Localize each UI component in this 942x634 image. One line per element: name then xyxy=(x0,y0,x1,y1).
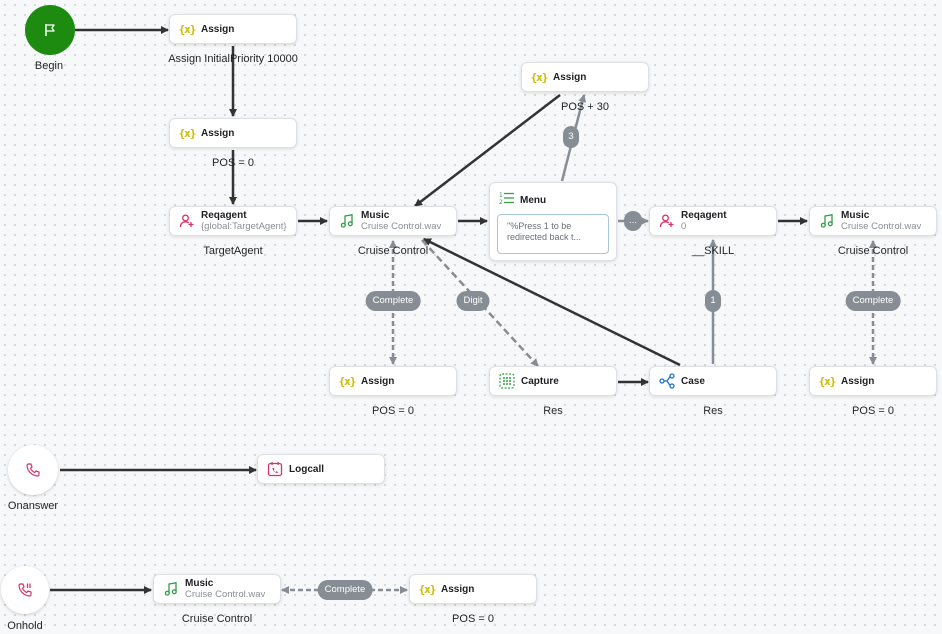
assign-node-after-music-secondary[interactable]: {x} Assign xyxy=(809,366,937,396)
node-subtitle: Cruise Control.wav xyxy=(841,221,922,232)
onhold-label: Onhold xyxy=(7,620,43,632)
phone-icon xyxy=(26,463,40,477)
edge-label-complete[interactable]: Complete xyxy=(365,291,421,311)
phone-hold-icon xyxy=(18,583,32,597)
edge-label-option-3[interactable]: 3 xyxy=(563,126,579,148)
onanswer-start-node[interactable] xyxy=(8,445,58,495)
variable-icon: {x} xyxy=(178,22,197,36)
node-title: Capture xyxy=(521,375,559,387)
log-call-icon xyxy=(266,460,284,478)
logcall-node[interactable]: Logcall xyxy=(257,454,385,484)
music-icon xyxy=(162,580,180,598)
music-node-onhold[interactable]: Music Cruise Control.wav xyxy=(153,574,281,604)
onanswer-label: Onanswer xyxy=(7,500,59,512)
assign-initial-priority-label: Assign InitialPriority 10000 xyxy=(168,53,298,65)
node-title: Assign xyxy=(201,23,235,35)
branch-icon xyxy=(658,372,676,390)
assign-pos-increment-label: POS + 30 xyxy=(560,101,610,113)
edge-label-digit[interactable]: Digit xyxy=(456,291,490,311)
node-title: Assign xyxy=(553,71,587,83)
variable-icon: {x} xyxy=(178,126,197,140)
edge-music-capture-digit[interactable] xyxy=(421,239,539,367)
node-title: Logcall xyxy=(289,463,325,475)
variable-icon: {x} xyxy=(530,70,549,84)
capture-label: Res xyxy=(543,405,563,417)
node-title: Case xyxy=(681,375,705,387)
node-title: Music xyxy=(841,210,870,221)
node-subtitle: Cruise Control.wav xyxy=(361,221,442,232)
assign-node-onhold[interactable]: {x} Assign xyxy=(409,574,537,604)
assign-after-music-secondary-label: POS = 0 xyxy=(852,405,894,417)
menu-prompt-field[interactable]: "%Press 1 to be redirected back t... xyxy=(497,214,609,254)
keypad-icon xyxy=(498,372,516,390)
assign-node-initial-priority[interactable]: {x} Assign xyxy=(169,14,297,44)
node-title: Menu xyxy=(520,195,547,206)
assign-after-music-label: POS = 0 xyxy=(372,405,414,417)
node-title: Assign xyxy=(201,127,235,139)
variable-icon: {x} xyxy=(338,374,357,388)
edge-label-complete-onhold[interactable]: Complete xyxy=(317,580,373,600)
node-title: Music xyxy=(361,210,390,221)
reqagent-node-target-agent[interactable]: Reqagent {global:TargetAgent} xyxy=(169,206,297,236)
variable-icon: {x} xyxy=(818,374,837,388)
edge-case-music[interactable] xyxy=(423,237,681,367)
assign-pos-reset-label: POS = 0 xyxy=(212,157,254,169)
music-node-secondary[interactable]: Music Cruise Control.wav xyxy=(809,206,937,236)
reqagent-skill-label: __SKILL xyxy=(691,245,735,257)
edge-label-more[interactable]: ... xyxy=(624,211,642,231)
music-onhold-label: Cruise Control xyxy=(181,613,253,625)
svg-text:2: 2 xyxy=(499,199,503,205)
edge-assigntop-music[interactable] xyxy=(414,94,561,207)
flag-icon xyxy=(45,24,55,36)
onhold-start-node[interactable] xyxy=(1,566,49,614)
node-title: Music xyxy=(185,578,214,589)
music-secondary-label: Cruise Control xyxy=(837,245,909,257)
svg-text:1: 1 xyxy=(499,192,503,199)
music-icon xyxy=(338,212,356,230)
node-subtitle: {global:TargetAgent} xyxy=(201,221,287,232)
node-title: Reqagent xyxy=(681,210,727,221)
assign-node-pos-increment[interactable]: {x} Assign xyxy=(521,62,649,92)
case-label: Res xyxy=(703,405,723,417)
reqagent-node-skill[interactable]: Reqagent 0 xyxy=(649,206,777,236)
node-title: Assign xyxy=(841,375,875,387)
assign-onhold-label: POS = 0 xyxy=(452,613,494,625)
begin-label: Begin xyxy=(34,60,64,72)
reqagent-target-agent-label: TargetAgent xyxy=(203,245,263,257)
assign-node-pos-reset[interactable]: {x} Assign xyxy=(169,118,297,148)
edge-label-complete-secondary[interactable]: Complete xyxy=(845,291,901,311)
capture-node[interactable]: Capture xyxy=(489,366,617,396)
add-agent-icon xyxy=(178,212,196,230)
node-subtitle: 0 xyxy=(681,221,687,232)
assign-node-after-music[interactable]: {x} Assign xyxy=(329,366,457,396)
case-node[interactable]: Case xyxy=(649,366,777,396)
add-agent-icon xyxy=(658,212,676,230)
music-main-label: Cruise Control xyxy=(357,245,429,257)
begin-start-node[interactable] xyxy=(25,5,75,55)
node-title: Assign xyxy=(361,375,395,387)
variable-icon: {x} xyxy=(418,582,437,596)
node-title: Reqagent xyxy=(201,210,247,221)
edge-label-option-1[interactable]: 1 xyxy=(705,290,721,312)
music-node-main[interactable]: Music Cruise Control.wav xyxy=(329,206,457,236)
music-icon xyxy=(818,212,836,230)
node-subtitle: Cruise Control.wav xyxy=(185,589,266,600)
node-title: Assign xyxy=(441,583,475,595)
